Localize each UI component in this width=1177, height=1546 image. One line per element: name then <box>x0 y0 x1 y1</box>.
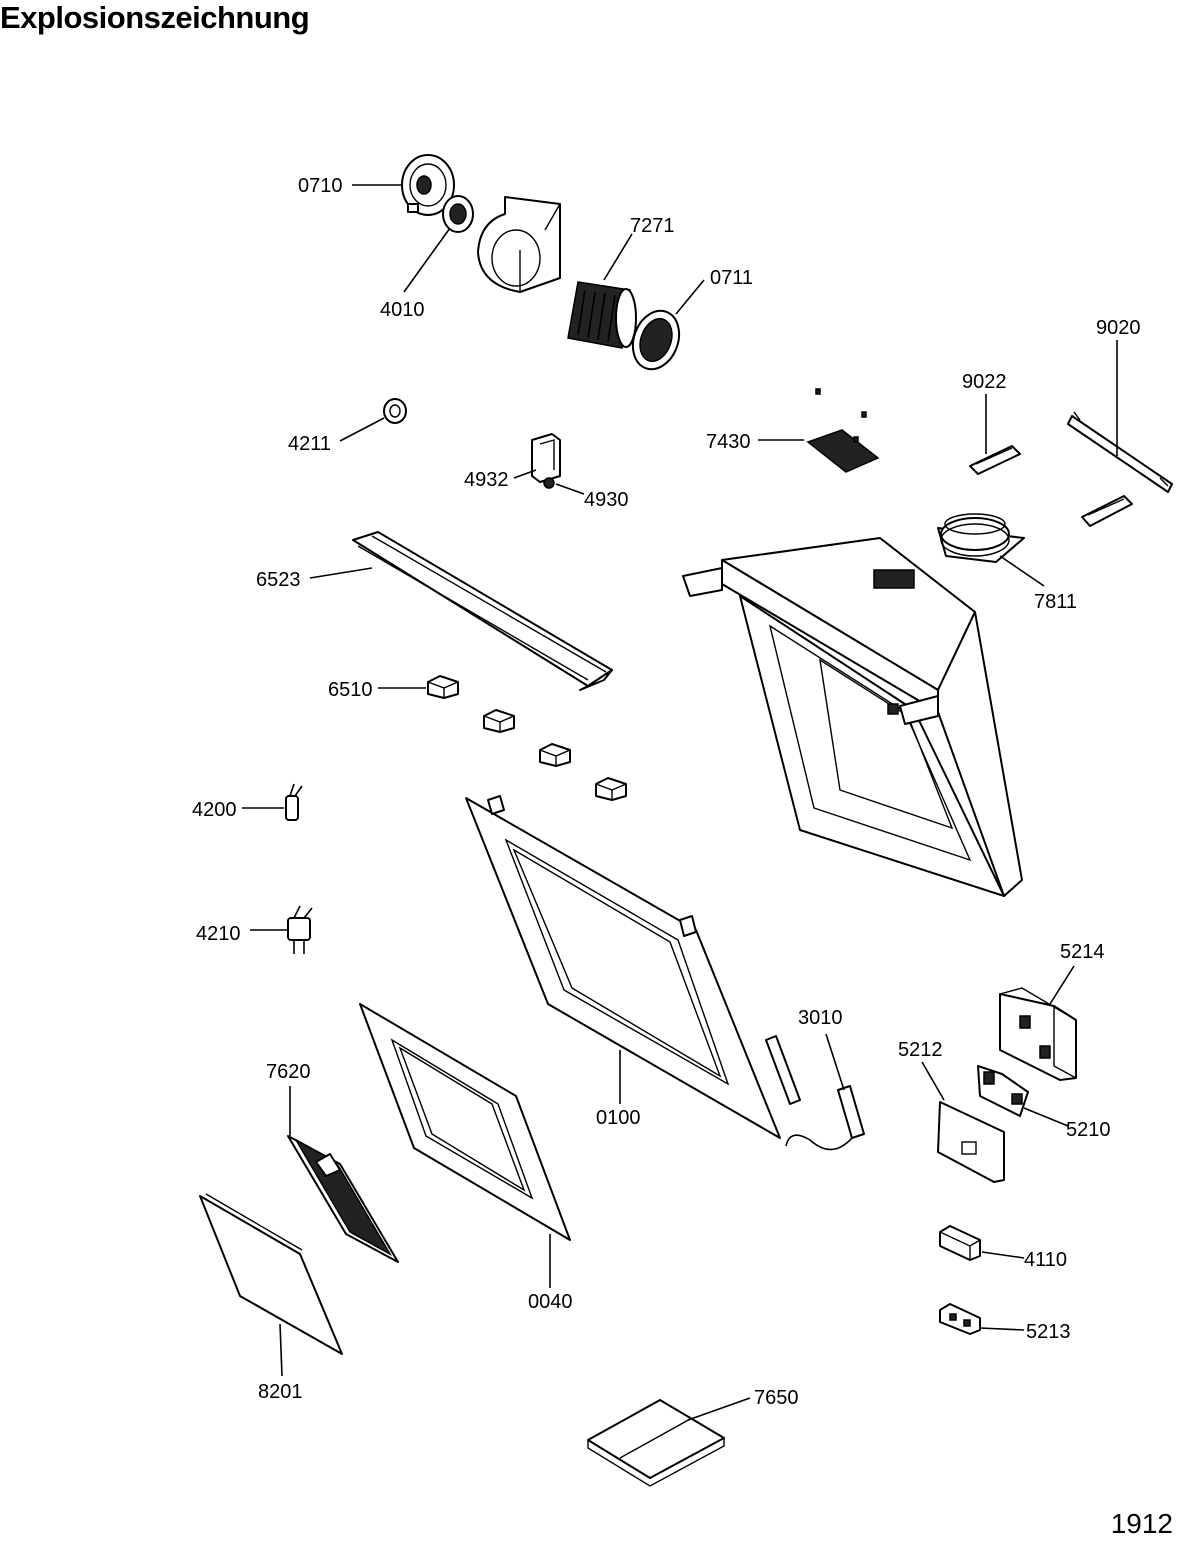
label-7271: 7271 <box>630 215 675 237</box>
part-blower-housing <box>477 196 561 293</box>
label-4932: 4932 <box>464 469 509 491</box>
part-9022-clip-2 <box>1081 495 1133 527</box>
label-4930: 4930 <box>584 489 629 511</box>
part-bracket-3010 <box>765 1035 801 1105</box>
part-4010-motor <box>442 195 474 233</box>
part-7620-filter <box>287 1135 399 1263</box>
part-5213-switch <box>939 1303 981 1335</box>
part-7650-filter <box>587 1399 725 1487</box>
label-3010: 3010 <box>798 1007 843 1029</box>
page-number: 1912 <box>1110 1508 1173 1539</box>
label-4010: 4010 <box>380 299 425 321</box>
part-labels: 0710 4010 7271 0711 9020 9022 4211 7430 … <box>192 175 1141 1409</box>
part-5210-board <box>977 1065 1029 1117</box>
part-4211-ring <box>383 398 407 424</box>
label-9022: 9022 <box>962 371 1007 393</box>
page-title: Explosionszeichnung <box>0 0 310 35</box>
part-4200-capacitor <box>285 783 303 821</box>
label-8201: 8201 <box>258 1381 303 1403</box>
part-9022-clip <box>969 445 1021 475</box>
leader-lines <box>242 184 1118 1421</box>
part-hood-body <box>682 537 1023 897</box>
part-6510-lamp-3 <box>539 743 571 767</box>
part-6510-lamp-1 <box>427 675 459 699</box>
part-4932-bracket <box>531 433 561 489</box>
label-4110: 4110 <box>1024 1249 1067 1271</box>
part-7811-collar <box>937 513 1025 563</box>
part-6523-rail <box>352 531 613 691</box>
label-5210: 5210 <box>1066 1119 1111 1141</box>
label-0040: 0040 <box>528 1291 573 1313</box>
part-5212-pcb <box>937 1101 1005 1183</box>
label-0100: 0100 <box>596 1107 641 1129</box>
label-7650: 7650 <box>754 1387 799 1409</box>
label-0711: 0711 <box>710 267 753 289</box>
part-6510-lamp-2 <box>483 709 515 733</box>
part-7271-impeller <box>567 281 637 349</box>
label-9020: 9020 <box>1096 317 1141 339</box>
part-0040-glass-frame <box>359 1003 571 1241</box>
part-4210-component <box>287 905 313 954</box>
label-4211: 4211 <box>288 433 331 455</box>
label-5214: 5214 <box>1060 941 1105 963</box>
part-9020-rail <box>1067 411 1173 493</box>
label-4200: 4200 <box>192 799 237 821</box>
part-5214-control-box <box>999 987 1077 1081</box>
part-3010-cable <box>785 1085 865 1151</box>
label-6510: 6510 <box>328 679 373 701</box>
label-7620: 7620 <box>266 1061 311 1083</box>
label-4210: 4210 <box>196 923 241 945</box>
part-8201-panel <box>199 1193 343 1355</box>
label-5212: 5212 <box>898 1039 943 1061</box>
label-5213: 5213 <box>1026 1321 1071 1343</box>
label-6523: 6523 <box>256 569 301 591</box>
part-7430-grid <box>806 388 880 473</box>
part-4110-switch <box>939 1225 981 1261</box>
part-6510-lamp-4 <box>595 777 627 801</box>
part-0100-frame <box>465 795 781 1139</box>
label-7430: 7430 <box>706 431 751 453</box>
label-0710: 0710 <box>298 175 343 197</box>
label-7811: 7811 <box>1034 591 1077 613</box>
part-0710-flange <box>401 154 455 216</box>
part-0711-grill <box>631 309 681 371</box>
